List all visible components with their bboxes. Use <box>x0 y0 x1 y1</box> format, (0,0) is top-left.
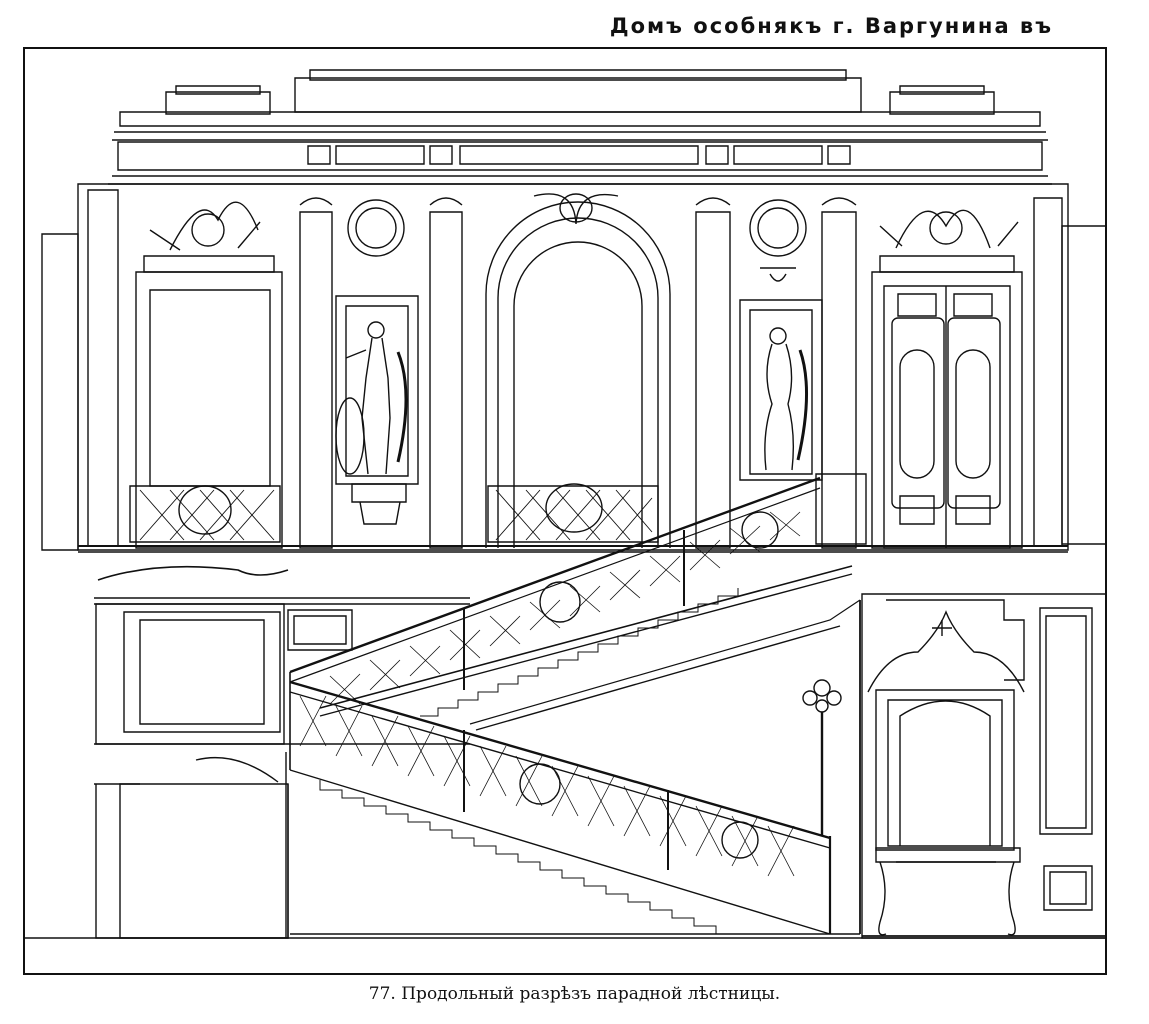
upper-wall <box>42 184 1106 552</box>
lower-handrail <box>290 682 830 838</box>
lower-railing-lattice <box>300 696 794 876</box>
upper-balustrade <box>130 474 866 544</box>
left-niche <box>336 200 418 524</box>
staircase <box>290 478 860 934</box>
newel-lamp <box>803 680 841 836</box>
left-statue <box>336 322 406 474</box>
central-arch <box>486 194 670 548</box>
lower-right-wall <box>862 594 1106 938</box>
right-statue <box>765 328 807 470</box>
upper-handrail <box>290 478 820 672</box>
figure-caption: 77. Продольный разрѣзъ парадной лѣстницы… <box>368 984 781 1004</box>
lower-steps <box>320 780 716 934</box>
right-niche <box>740 200 822 480</box>
drawing-frame <box>24 48 1106 974</box>
upper-steps <box>420 588 738 716</box>
page-header: Домъ особнякъ г. Варгунина въ <box>609 14 1053 38</box>
cornice <box>108 70 1052 184</box>
right-door <box>872 210 1022 548</box>
lower-left-wall <box>94 567 470 938</box>
